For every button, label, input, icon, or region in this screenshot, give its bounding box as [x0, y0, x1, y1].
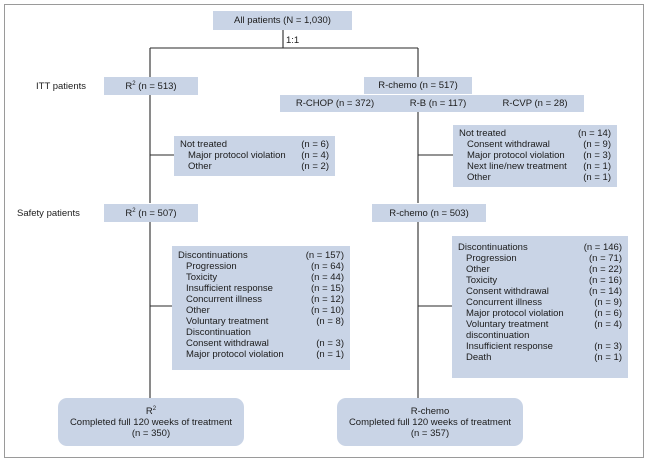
- list-item: Consent withdrawal(n = 14): [466, 286, 622, 297]
- list-item: Major protocol violation(n = 4): [188, 150, 329, 161]
- list-item: Insufficient response(n = 3): [466, 341, 622, 352]
- list-item: Consent withdrawal(n = 9): [467, 139, 611, 150]
- right-not-treated-box: Not treated(n = 14) Consent withdrawal(n…: [453, 125, 617, 187]
- left-discontinuations-box: Discontinuations(n = 157) Progression(n …: [172, 246, 350, 370]
- list-item: Major protocol violation(n = 1): [186, 349, 344, 360]
- list-item: Not treated(n = 14): [459, 128, 611, 139]
- left-completed-box: R2 Completed full 120 weeks of treatment…: [58, 398, 244, 446]
- figure-frame: [4, 4, 644, 458]
- list-item: Progression(n = 71): [466, 253, 622, 264]
- list-item: Discontinuations(n = 157): [178, 250, 344, 261]
- list-item: Toxicity(n = 44): [186, 272, 344, 283]
- list-item: Major protocol violation(n = 6): [466, 308, 622, 319]
- safety-row-label: Safety patients: [17, 208, 80, 219]
- itt-row-label: ITT patients: [36, 81, 86, 92]
- list-item: Insufficient response(n = 15): [186, 283, 344, 294]
- right-itt-box: R-chemo (n = 517): [364, 77, 472, 94]
- list-item: Discontinuation: [186, 327, 251, 338]
- randomization-ratio: 1:1: [286, 35, 300, 46]
- list-item: Next line/new treatment(n = 1): [467, 161, 611, 172]
- list-item: Other(n = 22): [466, 264, 622, 275]
- list-item: Voluntary treatment(n = 8): [186, 316, 344, 327]
- list-item: Progression(n = 64): [186, 261, 344, 272]
- list-item: Concurrent illness(n = 12): [186, 294, 344, 305]
- subgroup-rchop-box: R-CHOP (n = 372): [280, 95, 390, 112]
- left-itt-box: R2 (n = 513): [104, 77, 198, 95]
- list-item: Other(n = 1): [467, 172, 611, 183]
- all-patients-box: All patients (N = 1,030): [213, 11, 352, 30]
- list-item: Major protocol violation(n = 3): [467, 150, 611, 161]
- right-completed-box: R-chemo Completed full 120 weeks of trea…: [337, 398, 523, 446]
- subgroup-rb-box: R-B (n = 117): [390, 95, 486, 112]
- list-item: Not treated(n = 6): [180, 139, 329, 150]
- list-item: Toxicity(n = 16): [466, 275, 622, 286]
- right-discontinuations-box: Discontinuations(n = 146) Progression(n …: [452, 236, 628, 378]
- subgroup-rcvp-box: R-CVP (n = 28): [486, 95, 584, 112]
- list-item: Other(n = 2): [188, 161, 329, 172]
- list-item: Death(n = 1): [466, 352, 622, 363]
- list-item: discontinuation: [466, 330, 530, 341]
- list-item: Other(n = 10): [186, 305, 344, 316]
- right-safety-box: R-chemo (n = 503): [372, 204, 486, 222]
- all-patients-label: All patients (N = 1,030): [234, 15, 331, 26]
- list-item: Consent withdrawal(n = 3): [186, 338, 344, 349]
- list-item: Concurrent illness(n = 9): [466, 297, 622, 308]
- list-item: Voluntary treatment(n = 4): [466, 319, 622, 330]
- left-not-treated-box: Not treated(n = 6) Major protocol violat…: [174, 136, 335, 176]
- left-safety-box: R2 (n = 507): [104, 204, 198, 222]
- list-item: Discontinuations(n = 146): [458, 242, 622, 253]
